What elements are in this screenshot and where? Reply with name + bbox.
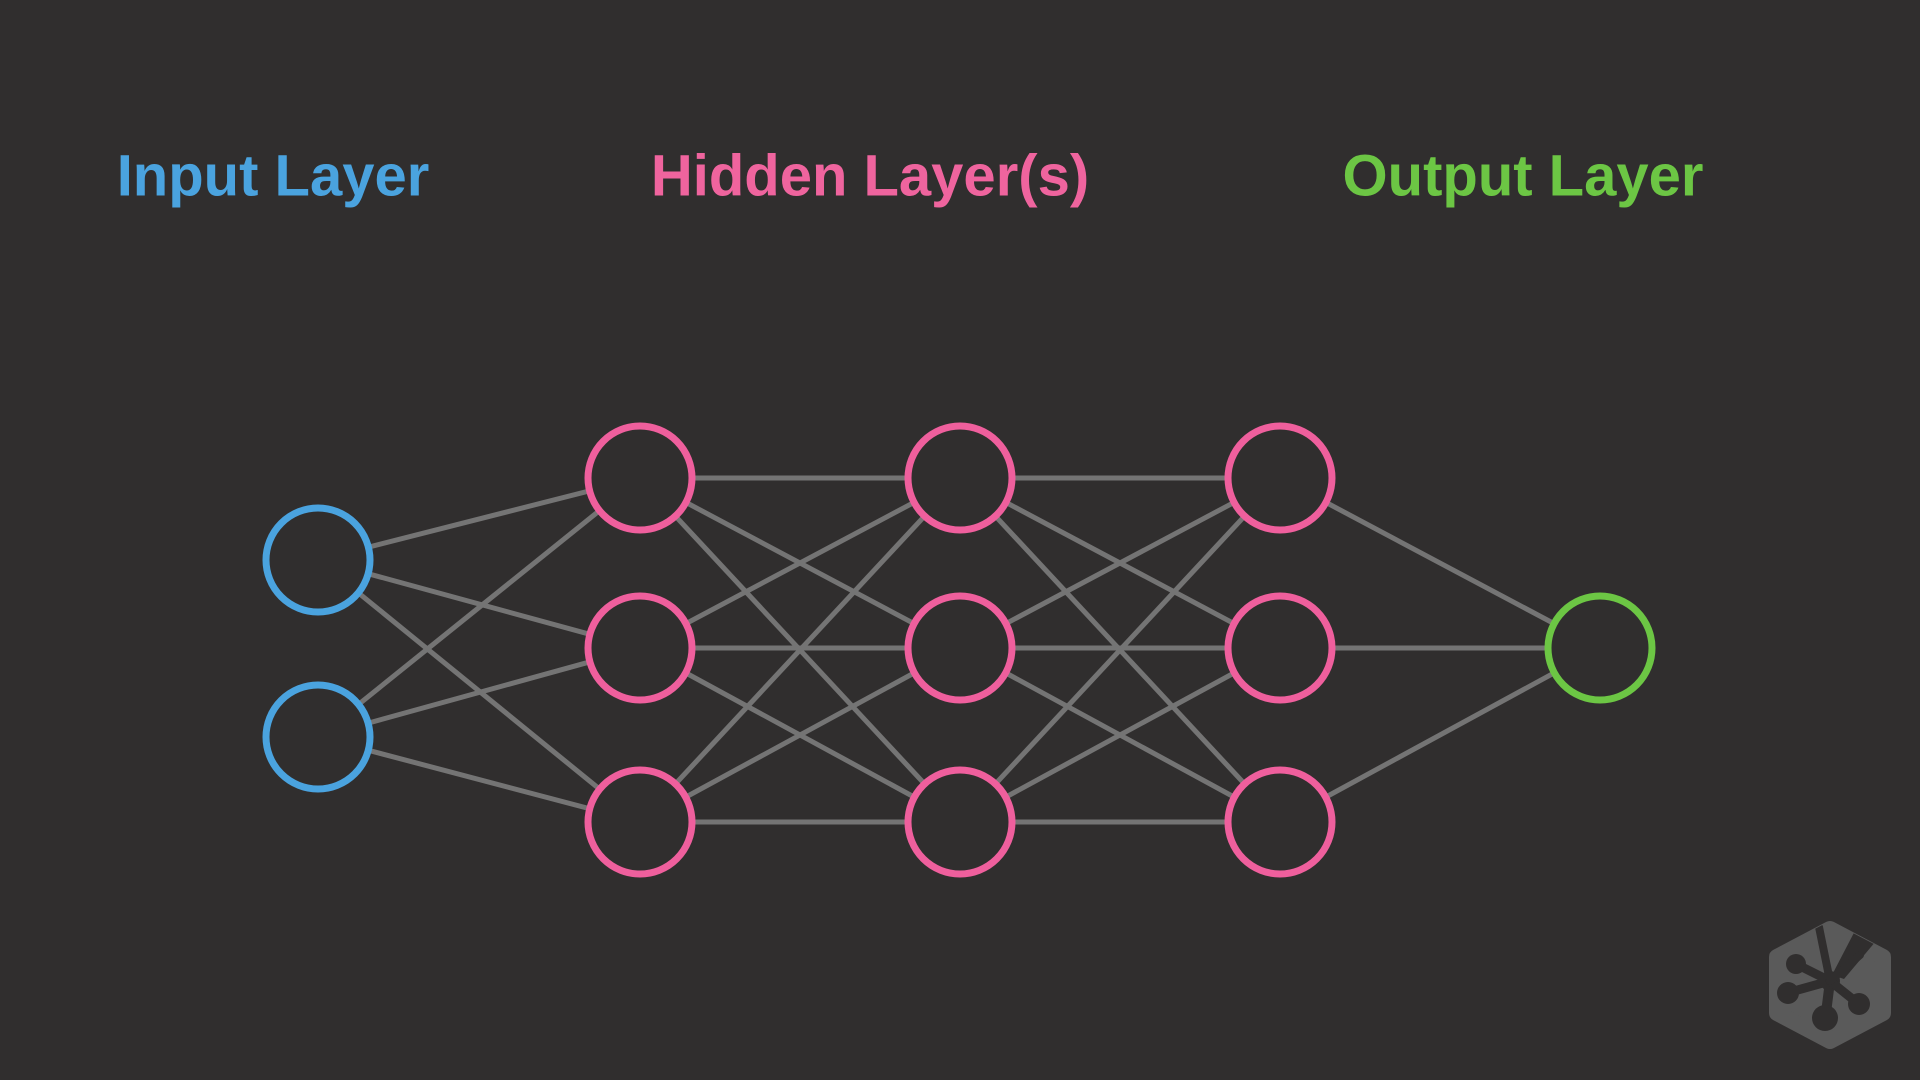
hidden-1-neuron-3 — [584, 766, 696, 878]
output-layer-label: Output Layer — [1342, 143, 1704, 209]
edge-hidden-3-to-output — [1278, 645, 1602, 825]
connection-edges — [316, 475, 1602, 825]
edge-hidden-2-to-hidden-3 — [958, 476, 1282, 824]
hidden-2-neuron-3 — [904, 766, 1016, 878]
input-layer-label: Input Layer — [116, 143, 430, 209]
edge-hidden-2-to-hidden-3 — [958, 475, 1282, 651]
edge-hidden-1-to-hidden-2 — [638, 645, 962, 825]
hidden-2-neuron-2 — [904, 592, 1016, 704]
hidden-2-neuron-1 — [904, 422, 1016, 534]
edge-hidden-1-to-hidden-2 — [638, 476, 962, 824]
edge-hidden-1-to-hidden-2 — [638, 475, 962, 651]
hidden-layer-label: Hidden Layer(s) — [650, 143, 1090, 209]
edge-input-to-hidden-1 — [317, 645, 641, 740]
edge-hidden-3-to-output — [1278, 475, 1602, 651]
hidden-1-neuron-1 — [584, 422, 696, 534]
hidden-1-neuron-2 — [584, 592, 696, 704]
edge-input-to-hidden-1 — [317, 734, 641, 825]
frog-footprint-hexagon-badge-icon — [1769, 921, 1891, 1049]
hidden-3-neuron-3 — [1224, 766, 1336, 878]
input-neuron-2 — [262, 681, 374, 793]
edge-input-to-hidden-1 — [316, 476, 642, 739]
neuron-nodes — [262, 422, 1656, 878]
hidden-3-neuron-1 — [1224, 422, 1336, 534]
edge-input-to-hidden-1 — [317, 557, 641, 651]
output-neuron-1 — [1544, 592, 1656, 704]
input-neuron-1 — [262, 504, 374, 616]
hidden-3-neuron-2 — [1224, 592, 1336, 704]
edge-hidden-2-to-hidden-3 — [958, 645, 1282, 825]
